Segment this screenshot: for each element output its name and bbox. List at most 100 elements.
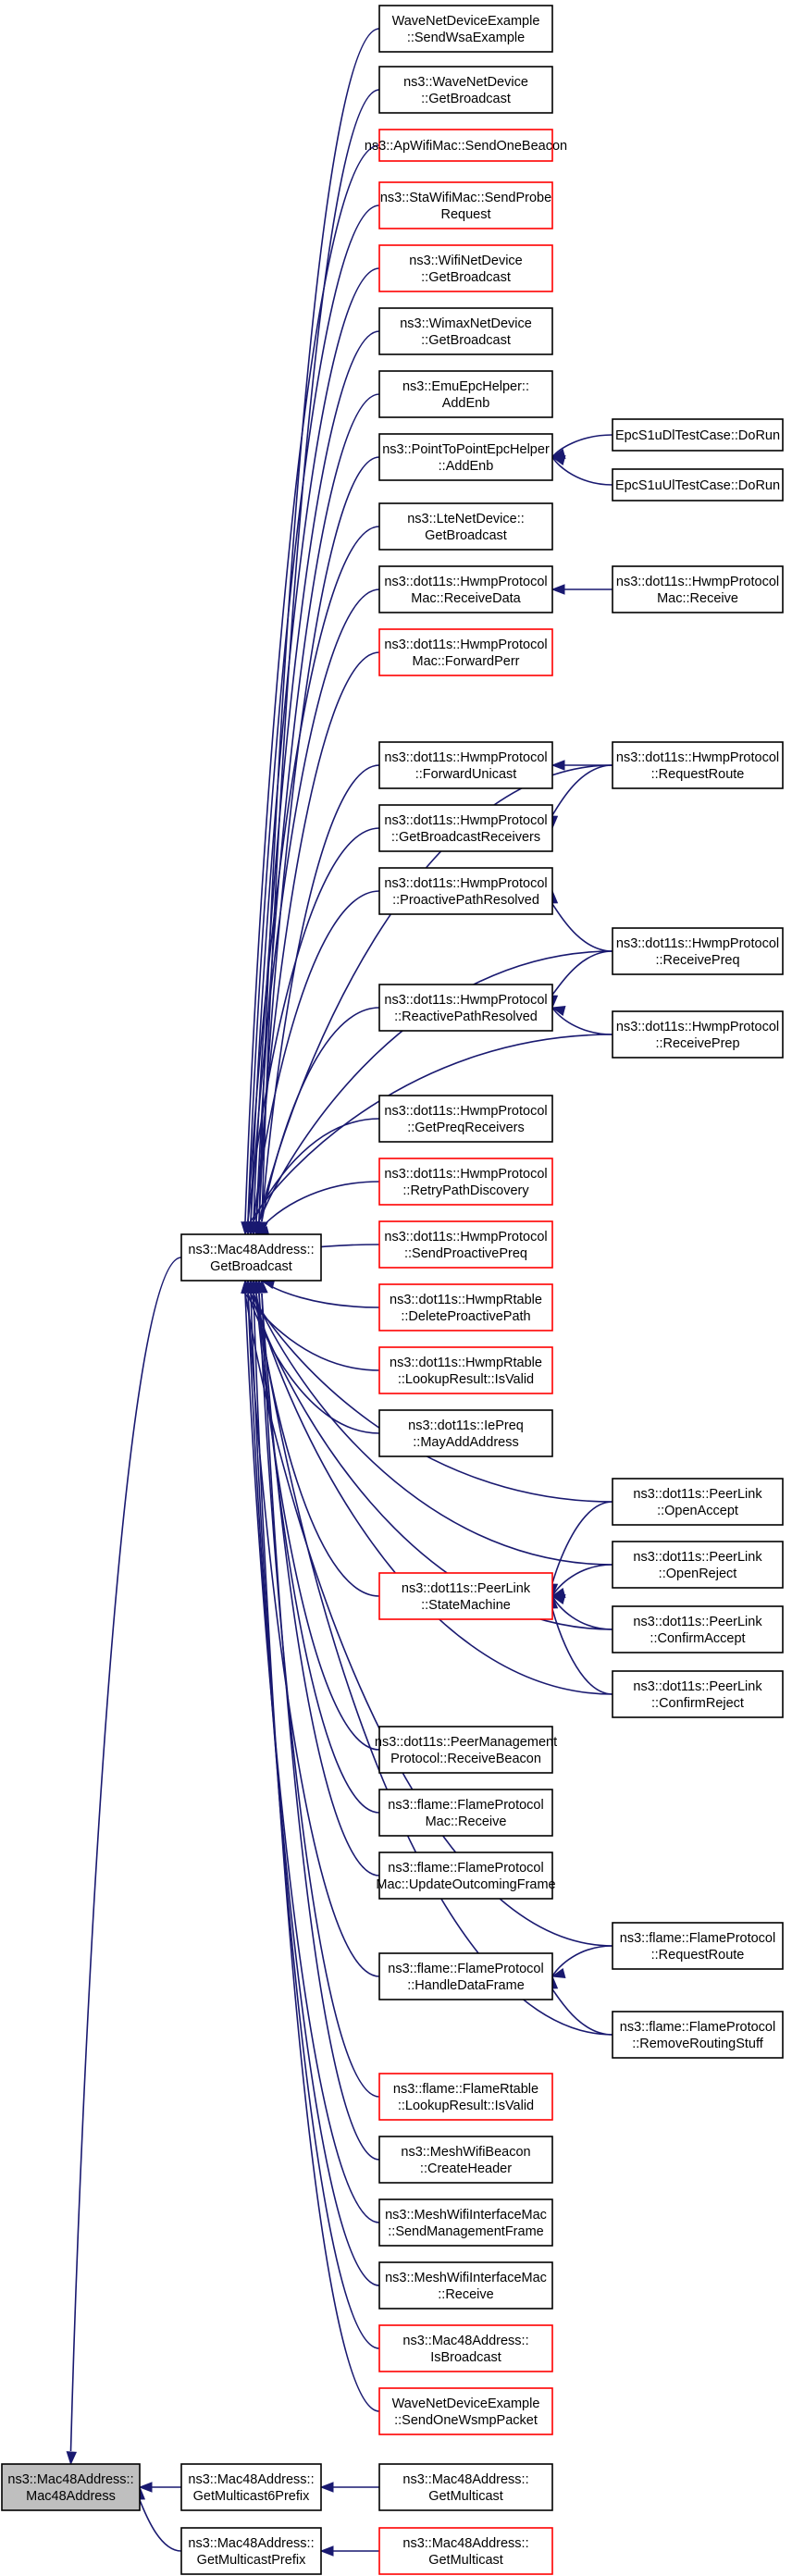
arrowhead [138, 2482, 153, 2493]
arrowhead [319, 2545, 334, 2557]
edge-flameMacReceive-to-getBroadcast [258, 1293, 380, 1814]
node-label-line: ::RetryPathDiscovery [402, 1183, 529, 1198]
node-sendProactivePreq[interactable]: ns3::dot11s::HwmpProtocol::SendProactive… [378, 1220, 553, 1269]
edge-openReject-to-stateMachine [551, 1564, 613, 1597]
node-waveGetBroadcast[interactable]: ns3::WaveNetDevice::GetBroadcast [378, 66, 553, 114]
edge-meshIfaceReceive-to-getBroadcast [247, 1293, 380, 2286]
node-label-line: ::ConfirmAccept [650, 1631, 745, 1646]
node-peerMgmtReceiveBeacon[interactable]: ns3::dot11s::PeerManagementProtocol::Rec… [375, 1726, 557, 1774]
node-receivePreq[interactable]: ns3::dot11s::HwmpProtocol::ReceivePreq [612, 927, 784, 975]
node-label-line: ::HandleDataFrame [407, 1978, 525, 1993]
node-label-line: ns3::WaveNetDevice [403, 75, 528, 90]
node-box [378, 2463, 553, 2511]
arrowhead [551, 1005, 566, 1017]
node-flameHandleDataFrame[interactable]: ns3::flame::FlameProtocol::HandleDataFra… [378, 1952, 553, 2000]
node-label-line: ns3::Mac48Address:: [188, 2536, 314, 2551]
node-hwmpLookupIsValid[interactable]: ns3::dot11s::HwmpRtable::LookupResult::I… [378, 1346, 553, 1394]
node-flameUpdateOutcoming[interactable]: ns3::flame::FlameProtocolMac::UpdateOutc… [376, 1852, 556, 1900]
node-getMulticastB[interactable]: ns3::Mac48Address::GetMulticast [378, 2527, 553, 2575]
node-box [612, 468, 784, 502]
node-wimaxGetBroadcast[interactable]: ns3::WimaxNetDevice::GetBroadcast [378, 307, 553, 355]
node-reactivePathResolved[interactable]: ns3::dot11s::HwmpProtocol::ReactivePathR… [378, 984, 553, 1032]
node-wifiGetBroadcast[interactable]: ns3::WifiNetDevice::GetBroadcast [378, 244, 553, 292]
node-meshSendMgmtFrame[interactable]: ns3::MeshWifiInterfaceMac::SendManagemen… [378, 2198, 553, 2247]
node-meshIfaceReceive[interactable]: ns3::MeshWifiInterfaceMac::Receive [378, 2261, 553, 2310]
node-label-line: ::ReceivePrep [655, 1036, 739, 1051]
node-label-line: ::GetPreqReceivers [407, 1121, 525, 1135]
node-label-line: Mac::ReceiveData [411, 591, 521, 606]
node-sendWsa[interactable]: WaveNetDeviceExample::SendWsaExample [378, 5, 553, 53]
node-label-line: ns3::Mac48Address:: [402, 2472, 528, 2487]
node-proactivePathResolved[interactable]: ns3::dot11s::HwmpProtocol::ProactivePath… [378, 867, 553, 915]
node-getMulticastA[interactable]: ns3::Mac48Address::GetMulticast [378, 2463, 553, 2511]
node-epcUl[interactable]: EpcS1uUlTestCase::DoRun [612, 468, 784, 502]
edge-receivePreq-to-getBroadcast [258, 950, 613, 1222]
node-flameRemoveRouting[interactable]: ns3::flame::FlameProtocol::RemoveRouting… [612, 2011, 784, 2059]
node-box [378, 628, 553, 676]
node-flameLookupIsValid[interactable]: ns3::flame::FlameRtable::LookupResult::I… [378, 2073, 553, 2121]
node-label-line: ns3::dot11s::PeerLink [633, 1550, 762, 1565]
node-epcDl[interactable]: EpcS1uDlTestCase::DoRun [612, 418, 784, 452]
node-hwmpMacReceiveData[interactable]: ns3::dot11s::HwmpProtocolMac::ReceiveDat… [378, 565, 553, 613]
node-label-line: ::CreateHeader [420, 2161, 512, 2176]
edge-flameUpdateOutcoming-to-getBroadcast [261, 1293, 380, 1876]
node-confirmAccept[interactable]: ns3::dot11s::PeerLink::ConfirmAccept [612, 1605, 784, 1653]
node-box [378, 2073, 553, 2121]
node-label-line: ns3::dot11s::HwmpProtocol [384, 876, 547, 891]
node-label-line: ns3::dot11s::HwmpProtocol [616, 936, 779, 951]
node-openAccept[interactable]: ns3::dot11s::PeerLink::OpenAccept [612, 1478, 784, 1526]
node-confirmReject[interactable]: ns3::dot11s::PeerLink::ConfirmReject [612, 1670, 784, 1718]
node-mac48ctor[interactable]: ns3::Mac48Address::Mac48Address [1, 2463, 141, 2511]
node-box [612, 565, 784, 613]
node-label-line: ns3::flame::FlameProtocol [388, 1962, 543, 1976]
edge-flameRequestRoute-to-flameHandleDataFrame [551, 1945, 613, 1977]
node-requestRoute[interactable]: ns3::dot11s::HwmpProtocol::RequestRoute [612, 741, 784, 789]
node-forwardUnicast[interactable]: ns3::dot11s::HwmpProtocol::ForwardUnicas… [378, 741, 553, 789]
node-apSendOneBeacon[interactable]: ns3::ApWifiMac::SendOneBeacon [365, 129, 567, 162]
node-label-line: ::GetBroadcast [421, 333, 511, 348]
node-getBroadcast[interactable]: ns3::Mac48Address::GetBroadcast [180, 1233, 322, 1282]
node-label-line: ::ForwardUnicast [415, 767, 517, 782]
node-retryPathDiscovery[interactable]: ns3::dot11s::HwmpProtocol::RetryPathDisc… [378, 1158, 553, 1206]
node-lteGetBroadcast[interactable]: ns3::LteNetDevice::GetBroadcast [378, 502, 553, 551]
node-label-line: ns3::PointToPointEpcHelper [382, 442, 550, 457]
node-openReject[interactable]: ns3::dot11s::PeerLink::OpenReject [612, 1541, 784, 1589]
node-getMulticast6Prefix[interactable]: ns3::Mac48Address::GetMulticast6Prefix [180, 2463, 322, 2511]
edge-confirmReject-to-getBroadcast [253, 1293, 613, 1695]
node-meshBeaconCreateHeader[interactable]: ns3::MeshWifiBeacon::CreateHeader [378, 2136, 553, 2184]
node-p2pAddEnb[interactable]: ns3::PointToPointEpcHelper::AddEnb [378, 433, 553, 481]
node-getMulticastPrefix[interactable]: ns3::Mac48Address::GetMulticastPrefix [180, 2527, 322, 2575]
node-box [180, 1233, 322, 1282]
node-box [378, 2387, 553, 2435]
node-label-line: ns3::dot11s::PeerLink [633, 1615, 762, 1629]
node-flameRequestRoute[interactable]: ns3::flame::FlameProtocol::RequestRoute [612, 1922, 784, 1970]
node-mayAddAddress[interactable]: ns3::dot11s::IePreq::MayAddAddress [378, 1409, 553, 1457]
node-label-line: ns3::dot11s::PeerLink [402, 1581, 531, 1596]
node-getPreqReceivers[interactable]: ns3::dot11s::HwmpProtocol::GetPreqReceiv… [378, 1095, 553, 1143]
node-emuAddEnb[interactable]: ns3::EmuEpcHelper::AddEnb [378, 370, 553, 418]
node-box [612, 1670, 784, 1718]
node-box [180, 2527, 322, 2575]
node-receivePrep[interactable]: ns3::dot11s::HwmpProtocol::ReceivePrep [612, 1010, 784, 1059]
node-deleteProactivePath[interactable]: ns3::dot11s::HwmpRtable::DeleteProactive… [378, 1283, 553, 1331]
node-mac48IsBroadcast[interactable]: ns3::Mac48Address::IsBroadcast [378, 2324, 553, 2372]
node-label-line: Mac48Address [26, 2489, 116, 2504]
node-label-line: ns3::MeshWifiInterfaceMac [385, 2208, 547, 2223]
node-label-line: ::ReceivePreq [655, 953, 739, 968]
arrowhead [551, 584, 565, 595]
node-label-line: Mac::ForwardPerr [412, 654, 519, 669]
node-box [378, 1158, 553, 1206]
node-sendOneWsmp[interactable]: WaveNetDeviceExample::SendOneWsmpPacket [378, 2387, 553, 2435]
edge-requestRoute-to-getBroadcastReceivers [551, 764, 613, 816]
node-label-line: ns3::dot11s::PeerManagement [375, 1735, 557, 1750]
node-label-line: ns3::StaWifiMac::SendProbe [380, 191, 551, 205]
node-stateMachine[interactable]: ns3::dot11s::PeerLink::StateMachine [378, 1572, 553, 1620]
node-getBroadcastReceivers[interactable]: ns3::dot11s::HwmpProtocol::GetBroadcastR… [378, 804, 553, 852]
node-box [612, 927, 784, 975]
node-label-line: ::OpenReject [659, 1567, 737, 1581]
node-hwmpMacForwardPerr[interactable]: ns3::dot11s::HwmpProtocolMac::ForwardPer… [378, 628, 553, 676]
